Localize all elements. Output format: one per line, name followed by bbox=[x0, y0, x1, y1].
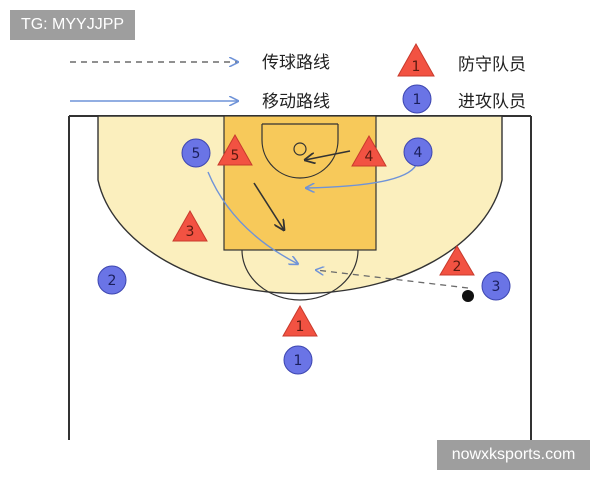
attacker-3: 3 bbox=[481, 271, 511, 301]
attacker-4: 4 bbox=[403, 137, 433, 167]
defenders: 1 2 3 4 5 bbox=[172, 133, 475, 337]
pass-line-3 bbox=[316, 270, 469, 289]
defender-legend-icon bbox=[397, 42, 435, 77]
svg-text:3: 3 bbox=[186, 224, 195, 240]
defender-move-line-4 bbox=[305, 150, 351, 160]
move-legend-label: 移动路线 bbox=[262, 92, 330, 112]
svg-text:2: 2 bbox=[108, 273, 117, 289]
attacker-legend-number: 1 bbox=[413, 92, 422, 108]
attacker-legend-icon bbox=[402, 84, 432, 114]
svg-text:4: 4 bbox=[414, 145, 423, 161]
half-court bbox=[68, 115, 532, 440]
watermark-bottom-right: nowxksports.com bbox=[437, 440, 590, 470]
defender-2: 2 bbox=[439, 245, 475, 276]
defender-5: 5 bbox=[217, 133, 253, 166]
legend: 传球路线 移动路线 1 防守队员 1 进攻队员 bbox=[70, 42, 526, 114]
watermark-top-left: TG: MYYJJPP bbox=[10, 10, 135, 40]
svg-text:3: 3 bbox=[492, 279, 501, 295]
defender-legend-number: 1 bbox=[412, 59, 421, 75]
defender-4: 4 bbox=[351, 134, 387, 167]
defender-move-line-5 bbox=[253, 182, 284, 230]
defender-1: 1 bbox=[282, 304, 318, 337]
defender-legend-label: 防守队员 bbox=[458, 55, 526, 75]
restricted-arc bbox=[261, 124, 339, 179]
ball bbox=[462, 290, 474, 302]
attacker-legend-label: 进攻队员 bbox=[458, 92, 526, 112]
play-lines bbox=[207, 150, 474, 302]
svg-text:5: 5 bbox=[231, 148, 240, 164]
defender-3: 3 bbox=[172, 209, 208, 242]
attackers: 1 2 3 4 5 bbox=[97, 137, 511, 375]
move-line-5-to-ft bbox=[207, 171, 298, 264]
svg-text:1: 1 bbox=[294, 353, 303, 369]
svg-text:5: 5 bbox=[192, 146, 201, 162]
attacker-1: 1 bbox=[283, 345, 313, 375]
attacker-5: 5 bbox=[181, 138, 211, 168]
svg-text:2: 2 bbox=[453, 259, 462, 275]
attacker-2: 2 bbox=[97, 265, 127, 295]
svg-text:1: 1 bbox=[296, 319, 305, 335]
hoop bbox=[293, 142, 307, 156]
move-line-4-to-paint bbox=[306, 164, 417, 188]
svg-text:4: 4 bbox=[365, 149, 374, 165]
free-throw-circle bbox=[241, 249, 359, 301]
paint-area bbox=[223, 115, 377, 251]
pass-legend-label: 传球路线 bbox=[262, 53, 330, 73]
